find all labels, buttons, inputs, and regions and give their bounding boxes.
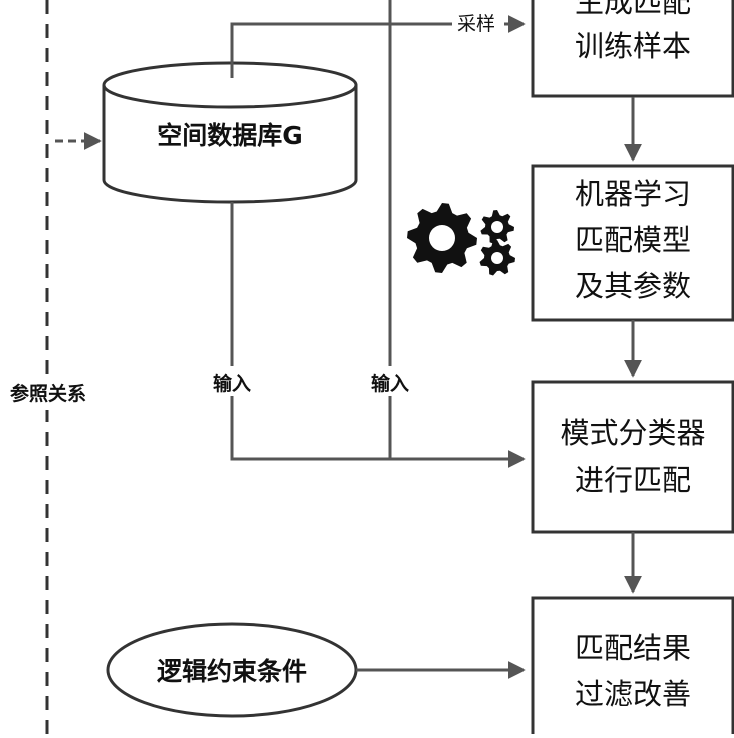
gear-hole <box>429 225 455 251</box>
filter-results-node: 匹配结果 过滤改善 <box>531 596 734 738</box>
left-input-label: 输入 <box>213 372 251 395</box>
spatial-database-label: 空间数据库G <box>157 121 303 150</box>
generate-samples-line-2: 训练样本 <box>575 29 691 63</box>
classifier-line-1: 模式分类器 <box>560 416 705 450</box>
spatial-database-node: 空间数据库G <box>102 61 358 204</box>
filter-results-line-1: 匹配结果 <box>575 631 691 665</box>
gears-icon <box>407 203 515 276</box>
ml-model-line-2: 匹配模型 <box>575 223 691 257</box>
ml-model-line-3: 及其参数 <box>575 269 691 303</box>
ml-model-line-1: 机器学习 <box>575 177 691 211</box>
right-input-label: 输入 <box>371 372 409 395</box>
left-input-edge <box>230 202 526 468</box>
generate-samples-line-1: 生成匹配 <box>575 0 691 19</box>
ml-model-node: 机器学习 匹配模型 及其参数 <box>531 164 734 322</box>
generate-samples-node: 生成匹配 训练样本 <box>531 0 734 98</box>
sampling-label: 采样 <box>457 13 495 35</box>
filter-results-line-2: 过滤改善 <box>575 677 691 711</box>
logic-constraints-node: 逻辑约束条件 <box>106 622 358 718</box>
gear-hole <box>491 252 503 264</box>
classifier-node: 模式分类器 进行匹配 <box>531 380 734 534</box>
classifier-line-2: 进行匹配 <box>575 463 691 497</box>
gear-hole <box>491 221 503 233</box>
logic-constraints-label: 逻辑约束条件 <box>157 657 307 686</box>
sampling-edge <box>230 15 526 78</box>
reference-label: 参照关系 <box>10 382 86 405</box>
